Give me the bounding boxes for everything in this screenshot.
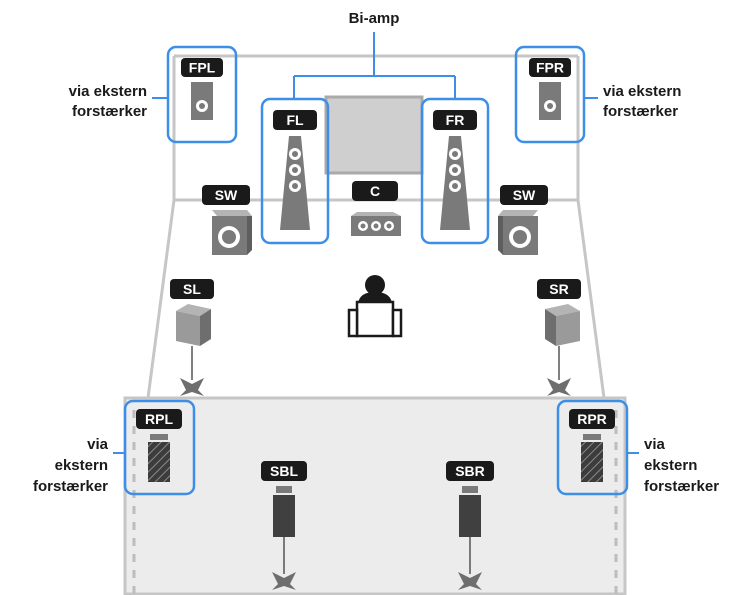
- sr-speaker-top: [545, 304, 580, 316]
- sw-left-side: [247, 216, 252, 255]
- rpr-note-line2: ekstern: [644, 457, 697, 474]
- speaker-rpl: RPL: [136, 409, 182, 482]
- sw-right-top: [498, 210, 538, 216]
- sbl-tag-label: SBL: [270, 463, 298, 479]
- fr-tag-bg: [433, 110, 477, 130]
- rear-zone: [123, 396, 627, 595]
- rpl-note-line1: via: [87, 436, 109, 453]
- fpr-tag-bg: [529, 58, 571, 77]
- c-tag-label: C: [370, 183, 380, 199]
- bi-amp-bracket: [293, 32, 456, 99]
- speaker-sr: SR: [537, 279, 581, 396]
- c-tag-bg: [352, 181, 398, 201]
- speaker-sl: SL: [170, 279, 214, 396]
- sl-speaker-top: [176, 304, 211, 316]
- sbl-stand-icon: [272, 572, 296, 590]
- rpr-note-line1: via: [644, 436, 666, 453]
- sbl-speaker-icon: [273, 495, 295, 537]
- fpr-highlight-box: [514, 45, 586, 144]
- speaker-c: C: [351, 181, 401, 236]
- sr-stand-icon: [547, 378, 571, 396]
- rpr-note-line3: forstærker: [644, 478, 719, 495]
- speaker-fpr: FPR: [529, 58, 571, 120]
- sw-right-tag-bg: [500, 185, 548, 205]
- listener-icon: [347, 275, 403, 338]
- rpl-tag-bg: [136, 409, 182, 429]
- fpr-note-line2: forstærker: [603, 103, 678, 120]
- speaker-sw-left: SW: [202, 185, 252, 255]
- fr-tag-label: FR: [446, 112, 465, 128]
- note-leader-lines: [113, 97, 639, 454]
- fr-highlight-box: [420, 97, 490, 245]
- sbr-tag-label: SBR: [455, 463, 485, 479]
- fpl-note-line1: via ekstern: [69, 83, 147, 100]
- fpl-tag-label: FPL: [189, 60, 216, 76]
- rpr-highlight-box: [556, 399, 629, 496]
- bi-amp-label: Bi-amp: [349, 10, 400, 27]
- sl-tag-bg: [170, 279, 214, 299]
- rpr-tag-label: RPR: [577, 411, 607, 427]
- sr-tag-bg: [537, 279, 581, 299]
- fpl-tag-bg: [181, 58, 223, 77]
- fpl-highlight-box: [166, 45, 238, 144]
- fpr-note-line1: via ekstern: [603, 83, 681, 100]
- fpr-tag-label: FPR: [536, 60, 564, 76]
- sbl-tag-bg: [261, 461, 307, 481]
- speaker-rpr: RPR: [569, 409, 615, 482]
- rpr-tag-bg: [569, 409, 615, 429]
- speaker-fr: FR: [433, 110, 477, 230]
- sw-left-tag-label: SW: [215, 187, 238, 203]
- sbr-tag-bg: [446, 461, 494, 481]
- speaker-fpl: FPL: [181, 58, 223, 120]
- c-speaker-top: [351, 212, 401, 216]
- rpr-speaker-icon: [581, 442, 603, 482]
- rpl-speaker-icon: [148, 442, 170, 482]
- speaker-fl: FL: [273, 110, 317, 230]
- speaker-sw-right: SW: [498, 185, 548, 255]
- screen: [324, 95, 424, 175]
- sr-speaker-icon: [556, 311, 580, 346]
- fl-tag-bg: [273, 110, 317, 130]
- rpl-note-line2: ekstern: [55, 457, 108, 474]
- sbr-speaker-icon: [459, 495, 481, 537]
- sl-tag-label: SL: [183, 281, 201, 297]
- sl-stand-icon: [180, 378, 204, 396]
- fl-tag-label: FL: [286, 112, 304, 128]
- sw-left-tag-bg: [202, 185, 250, 205]
- rpl-note-line3: forstærker: [33, 478, 108, 495]
- sw-right-side: [498, 216, 503, 255]
- speaker-sbl: SBL: [261, 461, 307, 590]
- fl-highlight-box: [260, 97, 330, 245]
- rpl-highlight-box: [123, 399, 196, 496]
- sl-speaker-icon: [176, 311, 200, 346]
- speaker-sbr: SBR: [446, 461, 494, 590]
- sw-right-tag-label: SW: [513, 187, 536, 203]
- highlight-boxes: [123, 45, 629, 496]
- rpl-tag-label: RPL: [145, 411, 173, 427]
- sbr-stand-icon: [458, 572, 482, 590]
- fpl-note-line2: forstærker: [72, 103, 147, 120]
- sr-tag-label: SR: [549, 281, 568, 297]
- sw-left-top: [212, 210, 252, 216]
